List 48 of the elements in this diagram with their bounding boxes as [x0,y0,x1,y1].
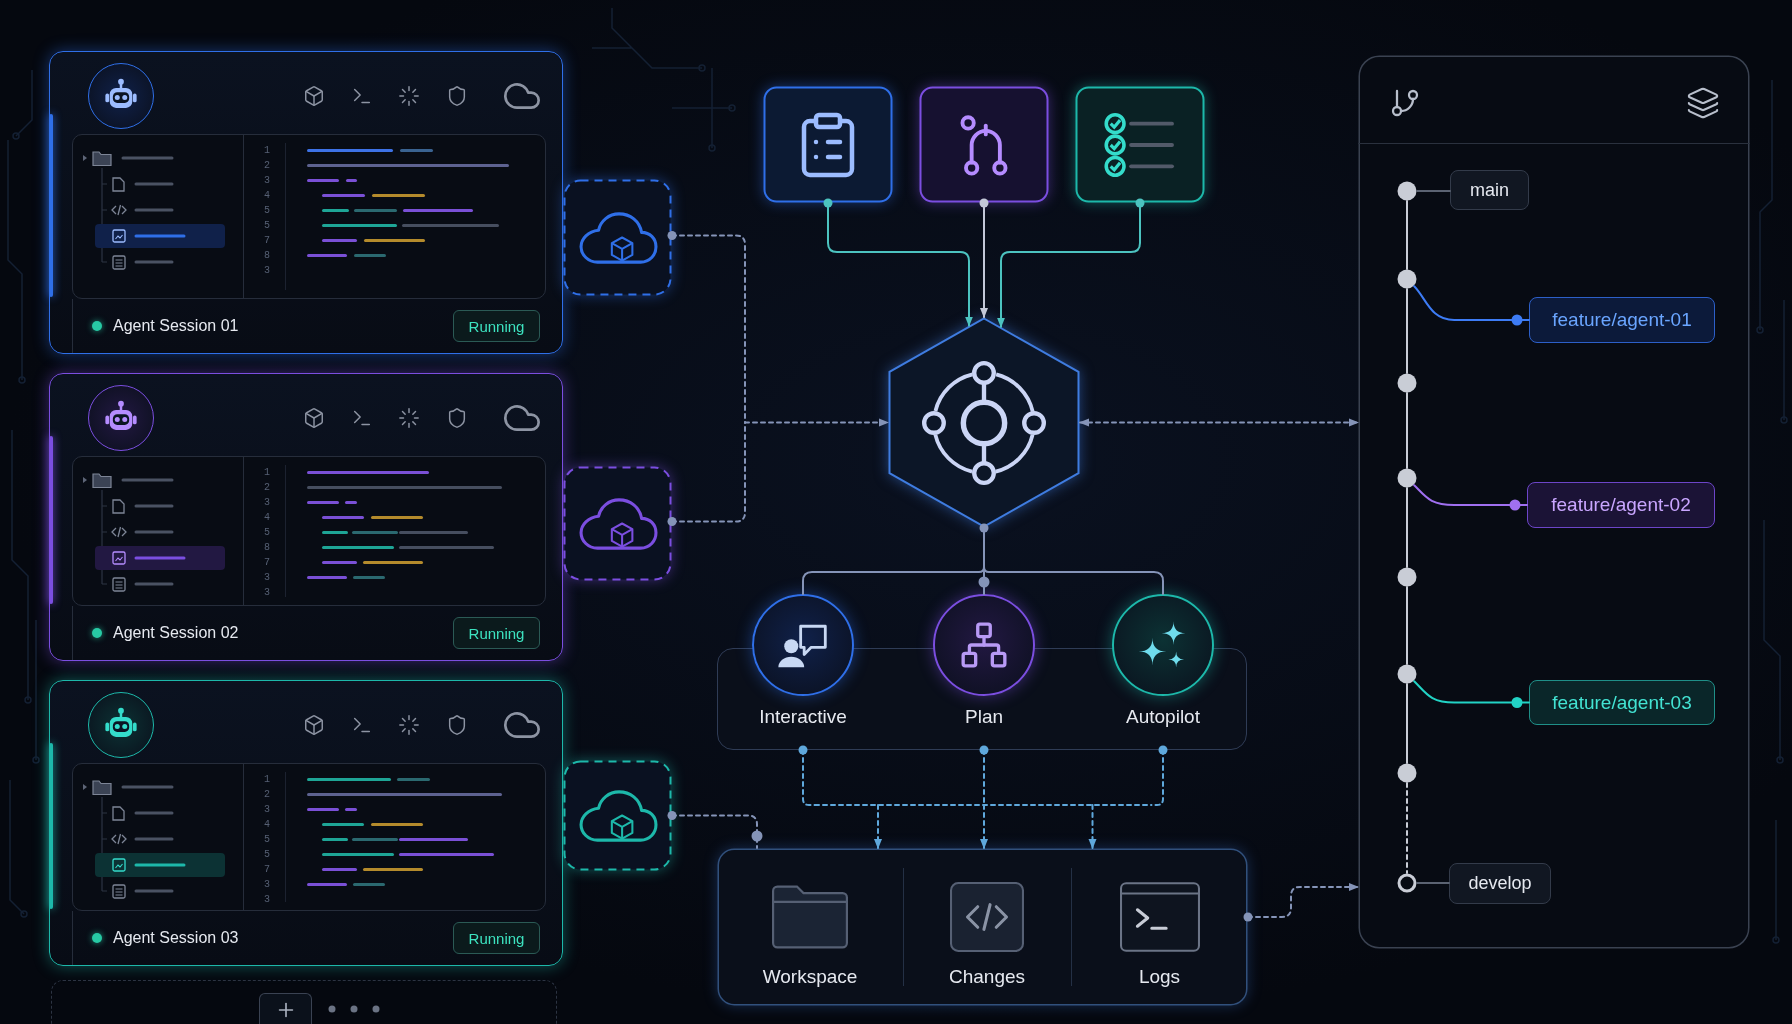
session-name: Agent Session 02 [113,624,239,642]
dashed-arrow [1079,418,1359,427]
session-card [49,373,563,661]
line-numbers: 1 2 3 4 5 5 7 8 3 [264,144,270,278]
arrow [823,198,973,327]
session-card [49,51,563,354]
dashed-connector-line [1150,745,1168,806]
dashed-connector-line [667,811,763,849]
dashed-arrow [1088,804,1097,849]
branch-line [1413,484,1528,511]
session-card [49,680,563,966]
section-label: Logs [1138,966,1181,988]
connector-line [1416,882,1450,884]
branch-tag: develop [1449,863,1551,904]
section-label: Workspace [762,966,858,988]
connector-line [1406,200,1408,270]
connector-line [979,523,989,563]
dashed-connector-line [667,231,746,424]
status-badge: Running [453,617,540,649]
dashed-arrow [1243,883,1359,922]
connector-line [1406,586,1408,665]
connector-line [1416,190,1451,192]
branch-tag: main [1450,170,1529,210]
section-label: Changes [948,966,1026,988]
branch-tag: feature/agent-03 [1529,680,1715,725]
mode-label: Autopilot [1126,706,1200,728]
connector-line [1406,487,1408,568]
dashed-connector-line [1406,782,1408,874]
status-badge: Running [453,922,540,954]
arrow [979,198,989,318]
connector-line [1406,683,1408,764]
branch-line [1413,285,1530,326]
line-numbers: 1 2 3 4 5 5 7 3 3 [264,773,270,907]
dashed-connector-line [667,421,746,526]
connector-line [983,561,1164,595]
status-badge: Running [453,310,540,342]
mode-label: Plan [965,706,1003,728]
connector-line [1406,288,1408,374]
branch-line [1413,680,1530,708]
session-name: Agent Session 01 [113,317,239,335]
line-numbers: 1 2 3 4 5 8 7 3 3 [264,466,270,600]
session-name: Agent Session 03 [113,929,239,947]
dashed-arrow [744,418,889,427]
arrow [997,198,1145,328]
branch-tag: feature/agent-01 [1529,297,1715,343]
connector-line [1406,392,1408,469]
branch-tag: feature/agent-02 [1527,482,1715,528]
mode-label: Interactive [759,706,847,728]
